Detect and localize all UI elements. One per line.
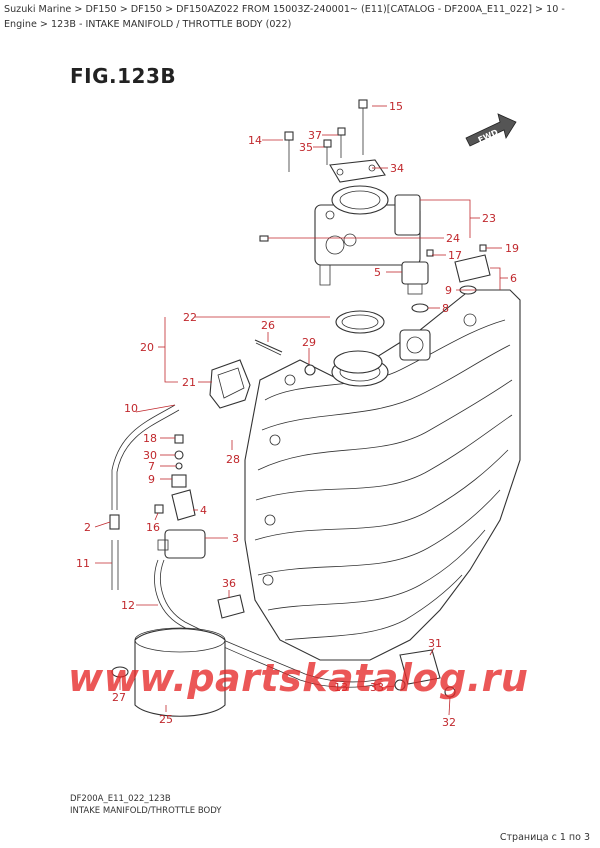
callout-19: 19 — [505, 242, 519, 255]
callout-12: 12 — [121, 599, 135, 612]
callout-7: 7 — [148, 460, 155, 473]
callout-9: 9 — [148, 473, 155, 486]
callout-35: 35 — [299, 141, 313, 154]
callout-25: 25 — [159, 713, 173, 726]
clip-36 — [217, 594, 245, 619]
callout-11: 11 — [76, 557, 90, 570]
bolt-16 — [154, 504, 164, 514]
callout-33: 33 — [370, 681, 384, 694]
callout-4: 4 — [200, 504, 207, 517]
callout-15: 15 — [389, 100, 403, 113]
gasket-21 — [209, 359, 251, 409]
callout-28: 28 — [226, 453, 240, 466]
callout-14: 14 — [248, 134, 262, 147]
nut-29 — [304, 364, 316, 376]
callout-31: 31 — [428, 637, 442, 650]
bolt-24 — [259, 235, 269, 242]
fwd-arrow-icon: FWD — [465, 113, 517, 147]
callout-29: 29 — [302, 336, 316, 349]
bolt-17 — [426, 249, 434, 257]
callout-5: 5 — [374, 266, 381, 279]
callout-26: 26 — [261, 319, 275, 332]
valve-3 — [157, 529, 206, 559]
hose-12 — [154, 559, 383, 688]
diagram-code: DF200A_E11_022_123B — [70, 794, 171, 804]
bolts-top — [284, 99, 368, 172]
callout-20: 20 — [140, 341, 154, 354]
bolt-19 — [479, 244, 487, 252]
callout-34: 34 — [390, 162, 404, 175]
callout-2: 2 — [84, 521, 91, 534]
callout-8: 8 — [442, 302, 449, 315]
grommet-9 — [171, 474, 187, 488]
callout-10: 10 — [124, 402, 138, 415]
bracket-4 — [171, 489, 196, 521]
sensor-5 — [401, 261, 429, 295]
bolt-18 — [174, 434, 184, 444]
hose-11 — [111, 540, 119, 590]
callout-3: 3 — [232, 532, 239, 545]
figure-title: FIG.123B — [70, 64, 177, 88]
hose-10 — [111, 404, 180, 510]
callout-37: 37 — [308, 129, 322, 142]
callout-30: 30 — [143, 449, 157, 462]
washer-30 — [174, 450, 184, 460]
callout-17: 17 — [448, 249, 462, 262]
callout-23: 23 — [482, 212, 496, 225]
gasket-plate — [329, 159, 386, 183]
callout-16: 16 — [146, 521, 160, 534]
callout-21: 21 — [182, 376, 196, 389]
callout-24: 24 — [446, 232, 460, 245]
callout-6: 6 — [510, 272, 517, 285]
callout-22: 22 — [183, 311, 197, 324]
diagram-caption: INTAKE MANIFOLD/THROTTLE BODY — [70, 806, 222, 816]
page-indicator: Страница с 1 по 3 — [499, 832, 590, 843]
stud-26 — [254, 339, 283, 356]
callout-13: 13 — [334, 681, 348, 694]
intake-manifold — [244, 289, 521, 661]
watermark: www.partskatalog.ru — [68, 656, 529, 700]
bracket-31 — [399, 649, 441, 685]
leader-lines — [94, 105, 508, 716]
callout-32: 32 — [442, 716, 456, 729]
o-rings — [333, 310, 385, 374]
callout-labels: 15 14 37 35 34 23 24 17 19 5 6 8 9 22 20… — [76, 100, 519, 729]
callout-18: 18 — [143, 432, 157, 445]
canister-25 — [134, 627, 226, 717]
callout-27: 27 — [112, 691, 126, 704]
fwd-label: FWD — [477, 128, 500, 145]
part-7 — [175, 462, 183, 470]
throttle-body — [314, 185, 421, 286]
o-ring-8 — [411, 303, 429, 313]
callout-9a: 9 — [445, 284, 452, 297]
breadcrumb[interactable]: Suzuki Marine > DF150 > DF150 > DF150AZ0… — [4, 4, 565, 30]
clamp-33 — [394, 679, 406, 691]
sensor-6 — [454, 254, 491, 283]
callout-36: 36 — [222, 577, 236, 590]
joint-2 — [109, 514, 120, 530]
